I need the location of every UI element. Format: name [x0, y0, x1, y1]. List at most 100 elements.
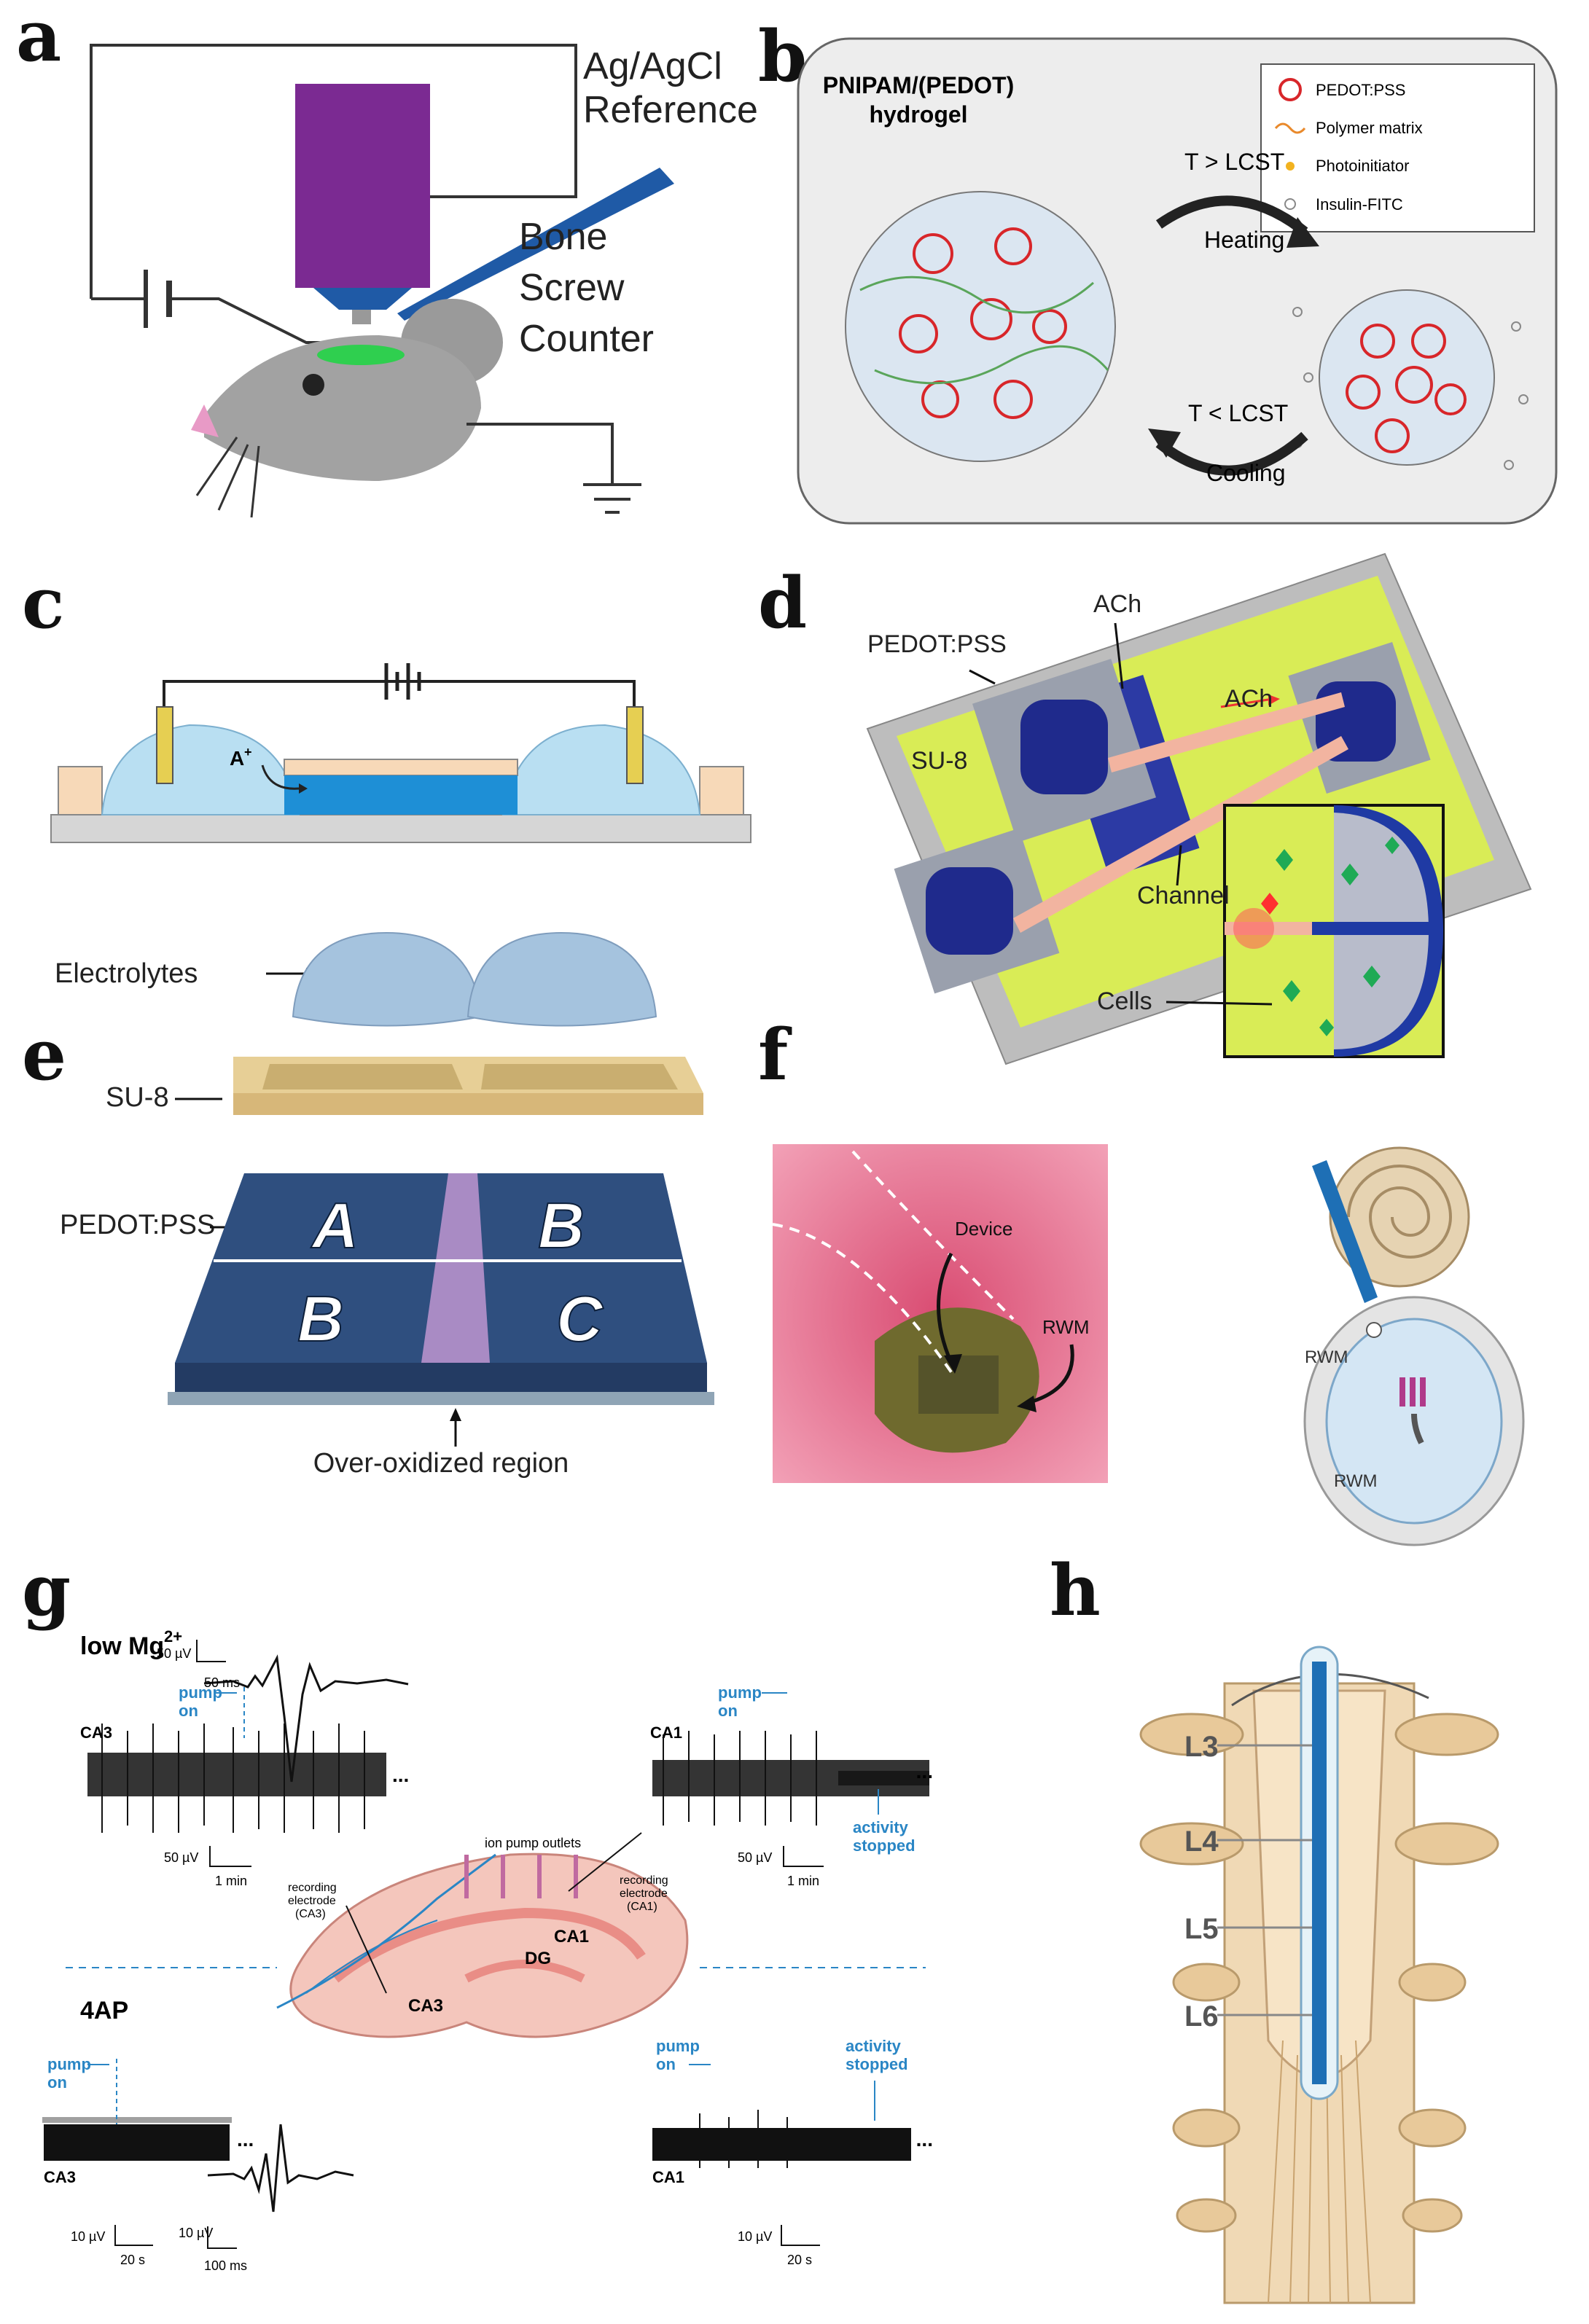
over-oxidized-strip — [421, 1173, 490, 1363]
legend-pedot: PEDOT:PSS — [1316, 81, 1405, 99]
rwm-label-a: RWM — [1305, 1347, 1348, 1367]
panel-f-cochlea: Device RWM RWM RWM — [772, 1144, 1525, 1546]
tile-b-top: B — [538, 1189, 585, 1261]
mouse-body — [204, 335, 481, 481]
swollen-hydrogel — [845, 191, 1116, 462]
panel-c-ion-pump-diagram: A + — [50, 663, 751, 843]
ca1-bottom-label: CA1 — [652, 2168, 684, 2186]
craniotomy-window — [317, 345, 405, 365]
scale-1min-a: 1 min — [215, 1874, 247, 1888]
ion-channel-main — [1013, 736, 1348, 933]
pump-label-1: pump — [179, 1683, 222, 1702]
level-l5: L5 — [1184, 1913, 1219, 1945]
panel-d-chip-diagram: PEDOT:PSS ACh ACh SU-8 Channel Cells — [866, 552, 1532, 1065]
ca3-top-label: CA3 — [80, 1724, 112, 1742]
scale-10uv-a: 10 µV — [71, 2229, 105, 2244]
spike-waveform-lowmg — [203, 1654, 409, 1783]
trace-ca3-lowmg — [87, 1753, 386, 1796]
panel-label-e: e — [22, 1014, 67, 1096]
ach-label-top: ACh — [1093, 590, 1141, 618]
panel-a-setup-diagram: Ag/AgCl Reference Bone Screw Counter — [90, 44, 758, 518]
cochlea-shell — [1329, 1146, 1470, 1288]
su8-label-e: SU-8 — [106, 1082, 169, 1113]
ellipsis-4: ... — [916, 2128, 933, 2151]
tile-a: A — [311, 1189, 359, 1261]
scale-50uv-c: 50 µV — [738, 1850, 772, 1865]
electrolytes-label: Electrolytes — [55, 958, 198, 989]
pump-label-3: pump — [47, 2055, 91, 2073]
objective-body — [295, 84, 430, 288]
cool-condition: T < LCST — [1188, 400, 1288, 426]
ion-outlets-label: ion pump outlets — [485, 1836, 581, 1850]
legend-matrix: Polymer matrix — [1316, 119, 1423, 137]
pump-label-2: pump — [718, 1683, 762, 1702]
rec-ca1-1: recording — [620, 1874, 668, 1887]
legend-photoinitiator-icon — [1286, 162, 1295, 171]
micropipette — [397, 168, 674, 321]
mouse-eye — [302, 374, 324, 396]
tile-b-bottom: B — [297, 1283, 344, 1355]
scale-20s-b: 20 s — [787, 2253, 812, 2267]
panel-label-c: c — [22, 562, 65, 644]
ach-label-mid: ACh — [1225, 685, 1273, 713]
ion-channel — [284, 775, 518, 815]
panel-label-d: d — [758, 562, 808, 644]
scale-50uv-b: 50 µV — [157, 1646, 191, 1661]
electrolyte-drop-right — [466, 931, 657, 1027]
pedot-clusters-swollen — [899, 227, 1067, 419]
panel-e-exploded-device: Electrolytes SU-8 PEDOT:PSS A B B C Over… — [55, 931, 714, 1479]
delivery-cannula — [1312, 1160, 1378, 1303]
panel-g-hippocampus: low Mg 2+ 4AP CA3 pump on ... 50 µV 1 mi… — [42, 1627, 933, 2273]
trace-ca1-4ap — [652, 2128, 911, 2161]
device-label: Device — [955, 1218, 1012, 1240]
hydrogel-legend — [1260, 63, 1535, 232]
tile-c: C — [556, 1283, 604, 1355]
target-electrolyte — [501, 724, 701, 815]
panel-b-hydrogel-diagram: PNIPAM/(PEDOT) hydrogel PEDOT:PSS Polyme… — [797, 37, 1558, 525]
electrode-right — [626, 706, 644, 784]
panel-label-h: h — [1050, 1549, 1101, 1632]
scale-20s-a: 20 s — [120, 2253, 145, 2267]
hair-cell-region — [1399, 1377, 1426, 1406]
reference-label: Reference — [583, 89, 758, 131]
su8-label-d: SU-8 — [911, 747, 967, 775]
electrolyte-drop-left — [292, 931, 483, 1027]
low-mg-sup: 2+ — [164, 1627, 182, 1646]
ion-pump-outlets — [464, 1855, 578, 1898]
objective-tip — [313, 288, 412, 310]
low-mg-label: low Mg — [80, 1632, 164, 1660]
rec-ca3-1: recording — [288, 1882, 337, 1894]
ellipsis-3: ... — [237, 2128, 254, 2151]
panel-h-spinal-cord: L3 L4 L5 L6 — [1139, 1646, 1499, 2304]
cauda-equina-fibers — [1268, 2040, 1371, 2304]
on-label-2: on — [718, 1702, 738, 1720]
stopped-bot-2: stopped — [846, 2055, 908, 2073]
mouse-nose — [191, 404, 219, 437]
vertebral-processes — [1139, 1713, 1499, 2233]
legend-insulin: Insulin-FITC — [1316, 195, 1403, 214]
heating-arrow — [1155, 195, 1308, 236]
legend-insulin-icon — [1284, 198, 1296, 210]
ag-agcl-label: Ag/AgCl — [583, 45, 722, 87]
panel-label-g: g — [22, 1549, 71, 1632]
panel-label-a: a — [16, 0, 62, 77]
ca-pyramidal-layer — [332, 1907, 646, 1983]
rwm-photo-label: RWM — [1042, 1316, 1090, 1338]
stopped-bot-1: activity — [846, 2037, 902, 2055]
screw-label: Screw — [519, 267, 625, 309]
legend-pedot-icon — [1278, 78, 1302, 101]
heat-condition: T > LCST — [1184, 149, 1284, 175]
4ap-label: 4AP — [80, 1997, 128, 2024]
cation-label: A — [230, 747, 244, 770]
on-label-3: on — [47, 2073, 67, 2092]
ca3-bottom-label: CA3 — [44, 2168, 76, 2186]
over-oxidized-label: Over-oxidized region — [313, 1448, 569, 1479]
stopped-top-2: stopped — [853, 1836, 915, 1855]
counter-label: Counter — [519, 318, 654, 360]
cells-markers — [1276, 837, 1399, 1036]
scale-10uv-c: 10 µV — [738, 2229, 772, 2244]
substrate — [50, 814, 751, 843]
stopped-top-1: activity — [853, 1818, 909, 1836]
ach-channel-top — [1108, 692, 1345, 772]
ca1-region-label: CA1 — [554, 1927, 589, 1947]
